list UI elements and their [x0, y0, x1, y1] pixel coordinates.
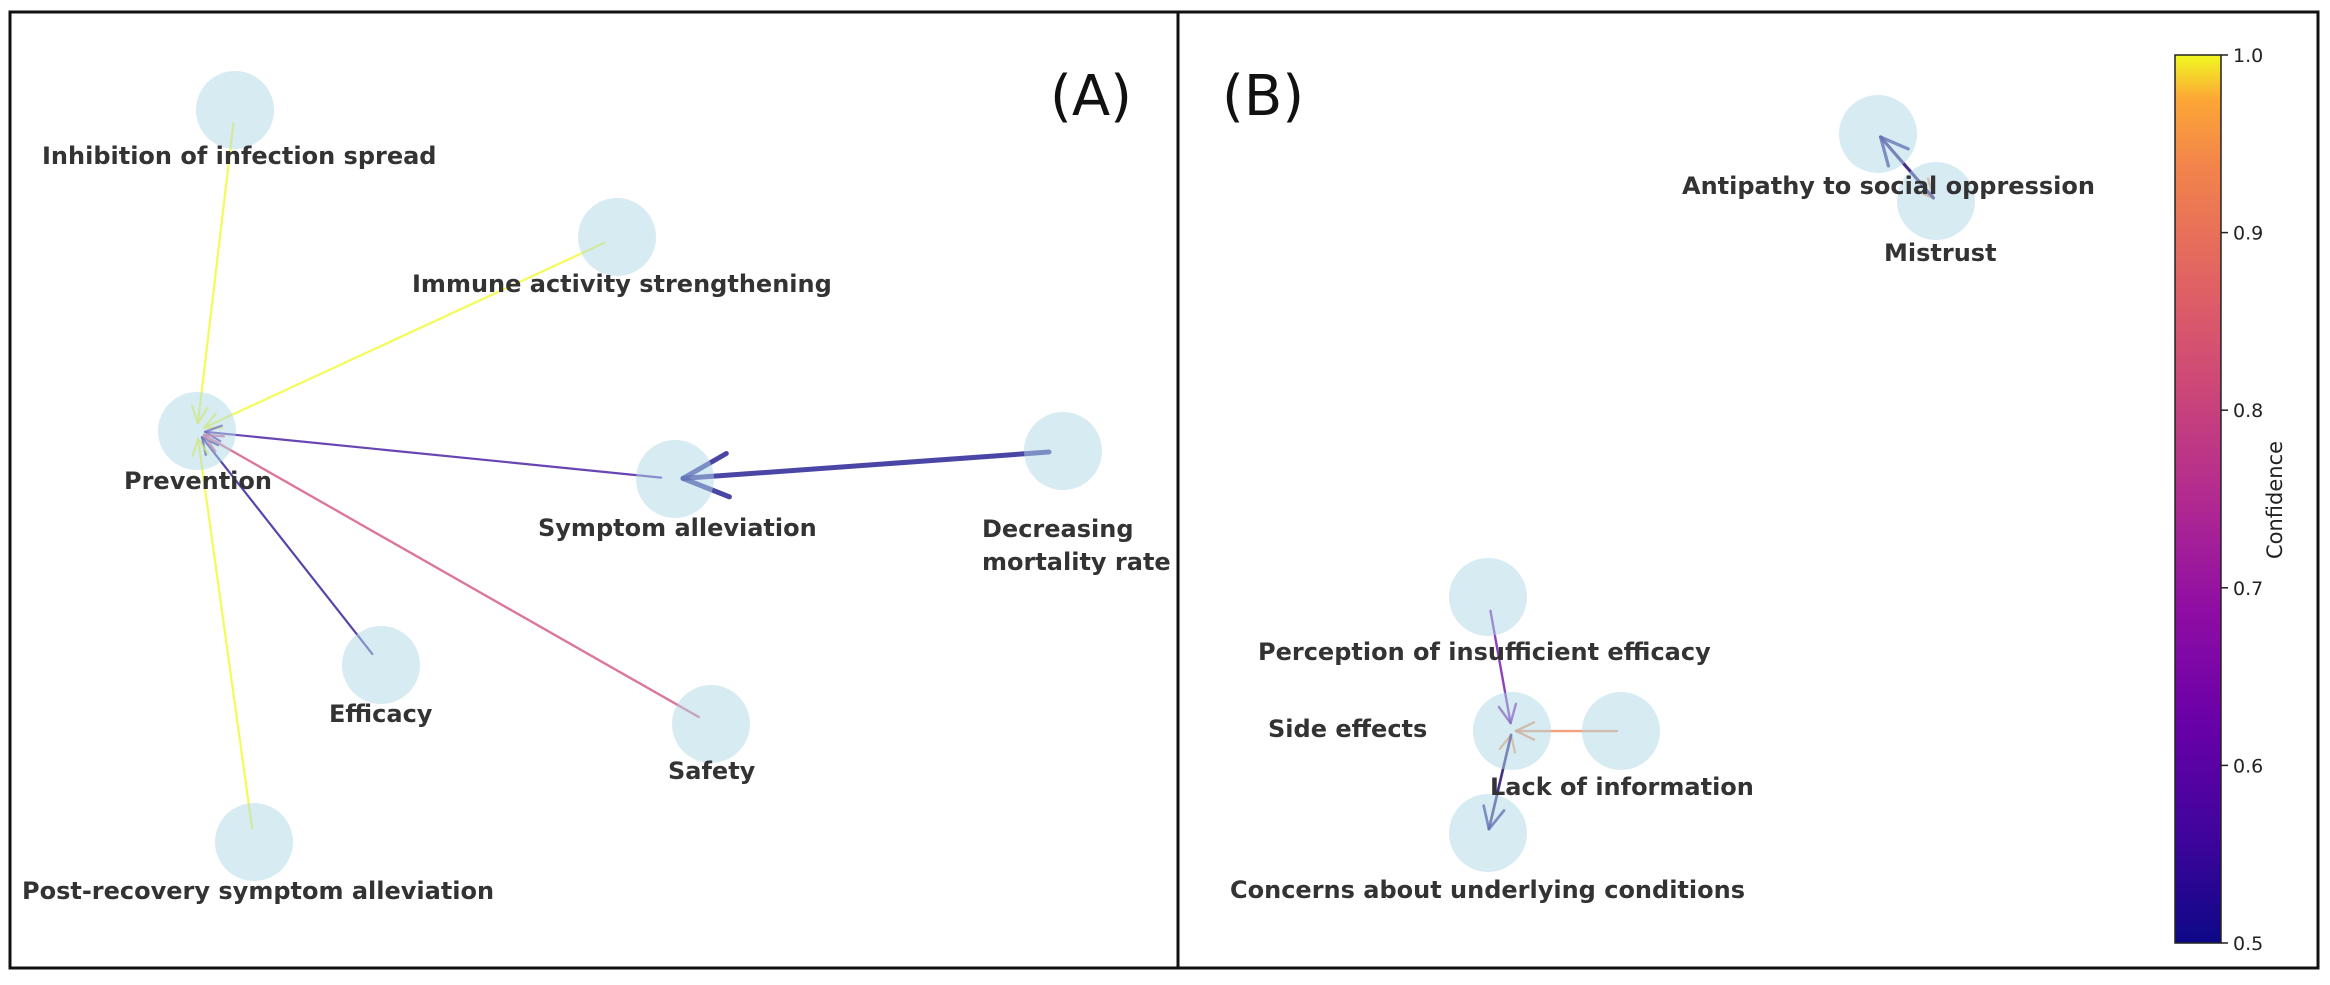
- colorbar-tick-label: 1.0: [2233, 45, 2263, 67]
- node-label-perception: Perception of insufficient efficacy: [1258, 638, 1711, 666]
- node-label-lackinfo: Lack of information: [1490, 773, 1754, 801]
- node-lackinfo: [1582, 692, 1660, 770]
- node-immune: [578, 198, 656, 276]
- node-sideeffects: [1473, 692, 1551, 770]
- panel-b-frame: [1176, 10, 2320, 970]
- node-perception: [1449, 558, 1527, 636]
- panel-b: (B) Antipathy to social oppression Mistr…: [1222, 64, 2095, 904]
- node-label-safety: Safety: [668, 757, 756, 785]
- node-safety: [672, 685, 750, 763]
- node-label-efficacy: Efficacy: [329, 700, 433, 728]
- edge-symptom-to-prevention: [203, 424, 663, 479]
- panel-a-labels: Inhibition of infection spread Immune ac…: [22, 142, 1171, 905]
- mortality-label-line-2: mortality rate: [982, 548, 1171, 576]
- edge-safety-to-prevention: [202, 433, 701, 719]
- node-postrecovery: [215, 803, 293, 881]
- node-mistrust: [1897, 162, 1975, 240]
- node-prevention: [158, 392, 236, 470]
- node-concerns: [1449, 794, 1527, 872]
- node-label-inhibition: Inhibition of infection spread: [42, 142, 437, 170]
- mortality-label-line-1: Decreasing: [982, 515, 1134, 543]
- confidence-colorbar: 0.5 0.6 0.7 0.8 0.9 1.0 Confidence: [2174, 45, 2287, 955]
- node-label-sideeffects: Side effects: [1268, 715, 1427, 743]
- colorbar-tick-label: 0.5: [2233, 933, 2263, 955]
- colorbar-tick-label: 0.7: [2233, 578, 2263, 600]
- node-label-mortality: Decreasing mortality rate: [982, 515, 1171, 576]
- node-label-mistrust: Mistrust: [1884, 239, 1997, 267]
- colorbar-tick-label: 0.9: [2233, 223, 2263, 245]
- colorbar-tick-label: 0.6: [2233, 755, 2263, 777]
- panel-b-tag: (B): [1222, 64, 1304, 129]
- panel-b-nodes: [1449, 95, 1975, 872]
- panel-a-tag: (A): [1050, 64, 1132, 129]
- panel-b-edges: [1482, 135, 1936, 831]
- edge-postrecovery-to-prevention: [191, 437, 254, 830]
- node-label-antipathy: Antipathy to social oppression: [1682, 172, 2095, 200]
- node-label-concerns: Concerns about underlying conditions: [1230, 876, 1745, 904]
- node-mortality: [1024, 412, 1102, 490]
- colorbar-ticks: 0.5 0.6 0.7 0.8 0.9 1.0: [2221, 45, 2263, 955]
- node-inhibition: [196, 71, 274, 149]
- node-symptom: [636, 440, 714, 518]
- colorbar-gradient: [2174, 54, 2222, 944]
- panel-a-nodes: [158, 71, 1102, 881]
- node-efficacy: [342, 626, 420, 704]
- colorbar-title: Confidence: [2263, 441, 2287, 559]
- panel-b-labels: Antipathy to social oppression Mistrust …: [1230, 172, 2095, 904]
- node-antipathy: [1839, 95, 1917, 173]
- node-label-postrecovery: Post-recovery symptom alleviation: [22, 877, 494, 905]
- node-label-immune: Immune activity strengthening: [412, 270, 832, 298]
- colorbar-tick-label: 0.8: [2233, 400, 2263, 422]
- edge-mortality-to-symptom: [680, 449, 1052, 500]
- node-label-prevention: Prevention: [124, 467, 272, 495]
- node-label-symptom: Symptom alleviation: [538, 514, 817, 542]
- panel-a: (A) Inhibition of infection spread Immun…: [22, 64, 1171, 905]
